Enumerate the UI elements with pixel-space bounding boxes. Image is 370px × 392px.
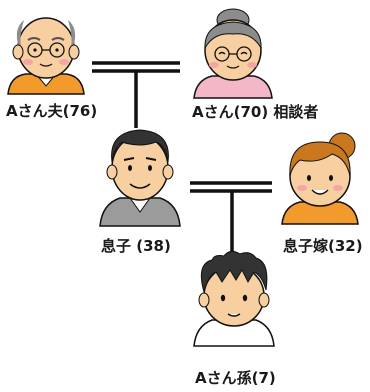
marriage-line-son [190, 181, 272, 193]
elderly-woman-icon [193, 8, 273, 99]
elderly-man-icon [7, 17, 85, 95]
husband-label: Aさん夫(76) [6, 102, 98, 120]
child-boy-icon [193, 250, 275, 347]
young-woman-icon [281, 132, 359, 225]
marriage-line-parents [92, 61, 180, 73]
client-label: Aさん(70) 相談者 [192, 103, 319, 121]
grandchild-label: Aさん孫(7) [195, 369, 276, 387]
daughter-in-law-label: 息子嫁(32) [283, 237, 363, 255]
adult-man-icon [99, 129, 181, 227]
son-label: 息子 (38) [101, 237, 171, 255]
